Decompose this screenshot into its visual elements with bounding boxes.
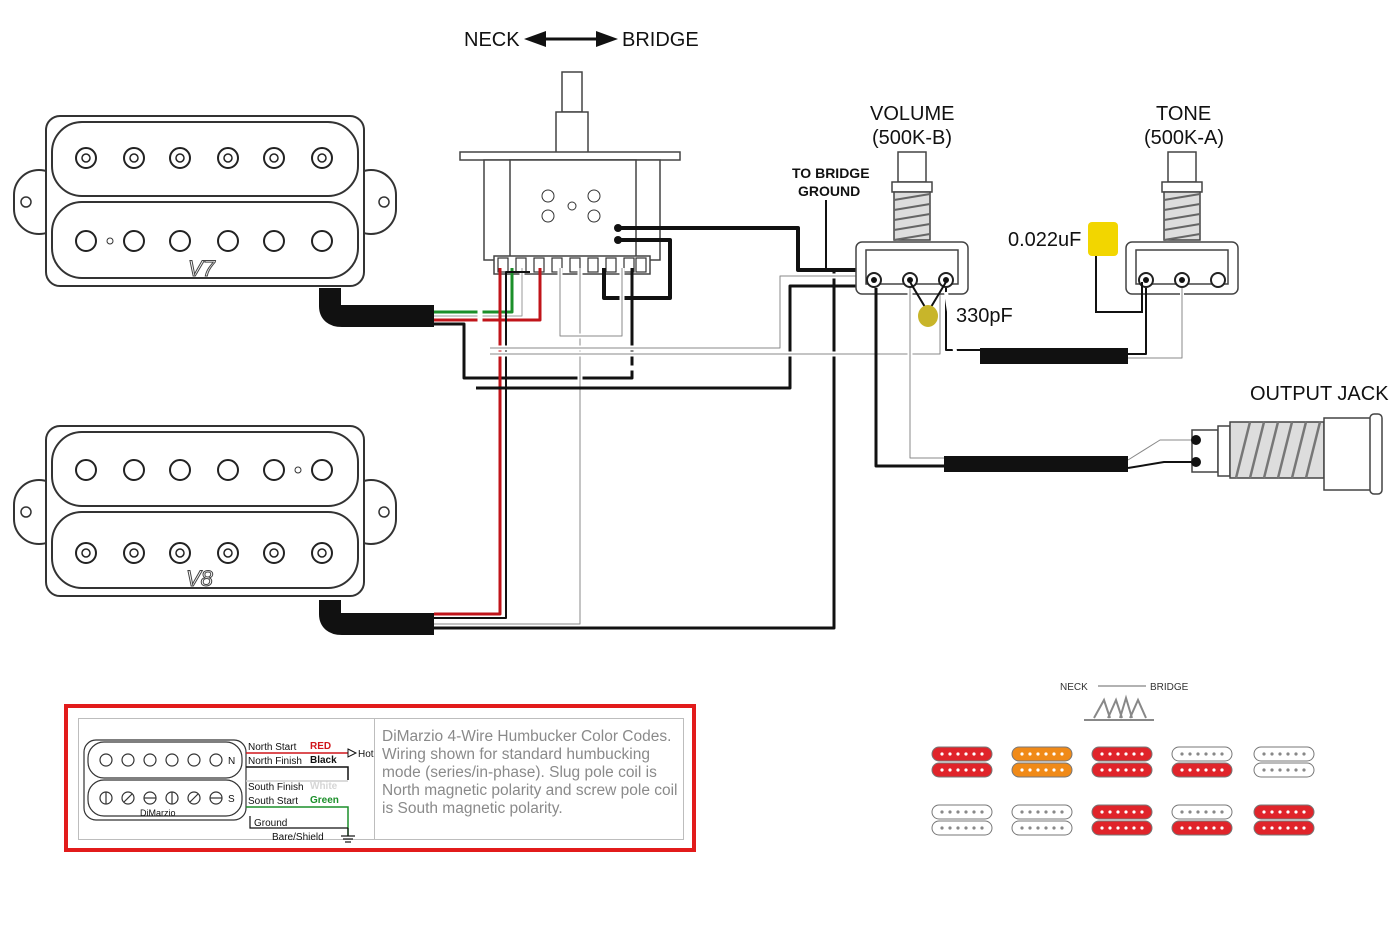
neck-pickup-wires xyxy=(434,268,640,380)
volume-value: (500K-B) xyxy=(872,127,952,149)
chart-pickup-icon xyxy=(1253,746,1315,778)
legend-bare-shield-label: Bare/Shield xyxy=(272,832,324,843)
neck-pickup-model: V7 xyxy=(188,256,216,281)
legend-brand: DiMarzio xyxy=(140,808,176,818)
pot-wiring xyxy=(874,288,1196,472)
chart-bridge-label: BRIDGE xyxy=(1150,682,1189,693)
legend-north-finish: North Finish xyxy=(248,756,302,767)
chart-pickup-icon xyxy=(931,746,993,778)
chart-pickup-icon xyxy=(931,804,993,836)
chart-pickup-icon xyxy=(1011,746,1073,778)
legend-ground-label: Ground xyxy=(254,818,287,829)
tone-value: (500K-A) xyxy=(1144,127,1224,149)
volume-pot xyxy=(855,151,969,295)
treble-cap-label: 330pF xyxy=(956,305,1013,327)
switch-position-chart: NECK BRIDGE xyxy=(1060,682,1189,721)
bridge-pickup: V8 xyxy=(13,425,397,597)
chart-pickup-icon xyxy=(1171,746,1233,778)
legend-south-finish-color: White xyxy=(310,781,338,792)
legend-hot-label: Hot xyxy=(358,749,374,760)
output-jack xyxy=(1191,413,1383,495)
bridge-pickup-model: V8 xyxy=(186,566,214,591)
neck-bridge-arrow xyxy=(524,31,618,47)
legend-south-start-color: Green xyxy=(310,795,339,806)
tone-cap xyxy=(1088,222,1143,313)
bridge-pickup-wires xyxy=(434,268,860,630)
chart-pickup-icon xyxy=(1171,804,1233,836)
tone-pot xyxy=(1125,151,1239,295)
legend-n-label: N xyxy=(228,756,235,767)
chart-pickup-icon xyxy=(1011,804,1073,836)
switch-output-wires xyxy=(476,226,943,390)
pickup-cables xyxy=(319,288,434,635)
chart-pickup-icon xyxy=(1091,746,1153,778)
chart-neck-label: NECK xyxy=(1060,682,1088,693)
legend-description: DiMarzio 4-Wire Humbucker Color Codes. W… xyxy=(382,728,678,817)
legend-north-finish-color: Black xyxy=(310,755,337,766)
output-jack-label: OUTPUT JACK xyxy=(1250,383,1389,405)
switch-chart-coils xyxy=(931,746,1315,836)
legend-south-finish: South Finish xyxy=(248,782,304,793)
legend-inner-frame xyxy=(78,718,684,840)
legend-pickup-diagram: N S DiMarzio North Start RED Hot North F… xyxy=(83,739,374,843)
neck-label: NECK xyxy=(464,29,520,51)
chart-pickup-icon xyxy=(1253,804,1315,836)
legend-south-start: South Start xyxy=(248,796,298,807)
tone-label: TONE xyxy=(1156,103,1211,125)
tone-cap-label: 0.022uF xyxy=(1008,229,1081,251)
bridge-ground-label-1: TO BRIDGE xyxy=(792,165,870,181)
bridge-ground-label-2: GROUND xyxy=(798,183,860,199)
color-code-legend: N S DiMarzio North Start RED Hot North F… xyxy=(64,704,696,852)
ground-symbol-icon xyxy=(341,828,355,843)
chart-pickup-icon xyxy=(1091,804,1153,836)
neck-pickup: V7 xyxy=(13,115,397,287)
legend-divider xyxy=(374,718,375,840)
five-way-switch xyxy=(459,71,681,275)
bridge-label: BRIDGE xyxy=(622,29,699,51)
legend-north-start: North Start xyxy=(248,742,297,753)
treble-bleed-cap xyxy=(909,281,947,327)
volume-label: VOLUME xyxy=(870,103,954,125)
legend-s-label: S xyxy=(228,794,235,805)
legend-north-start-color: RED xyxy=(310,741,331,752)
